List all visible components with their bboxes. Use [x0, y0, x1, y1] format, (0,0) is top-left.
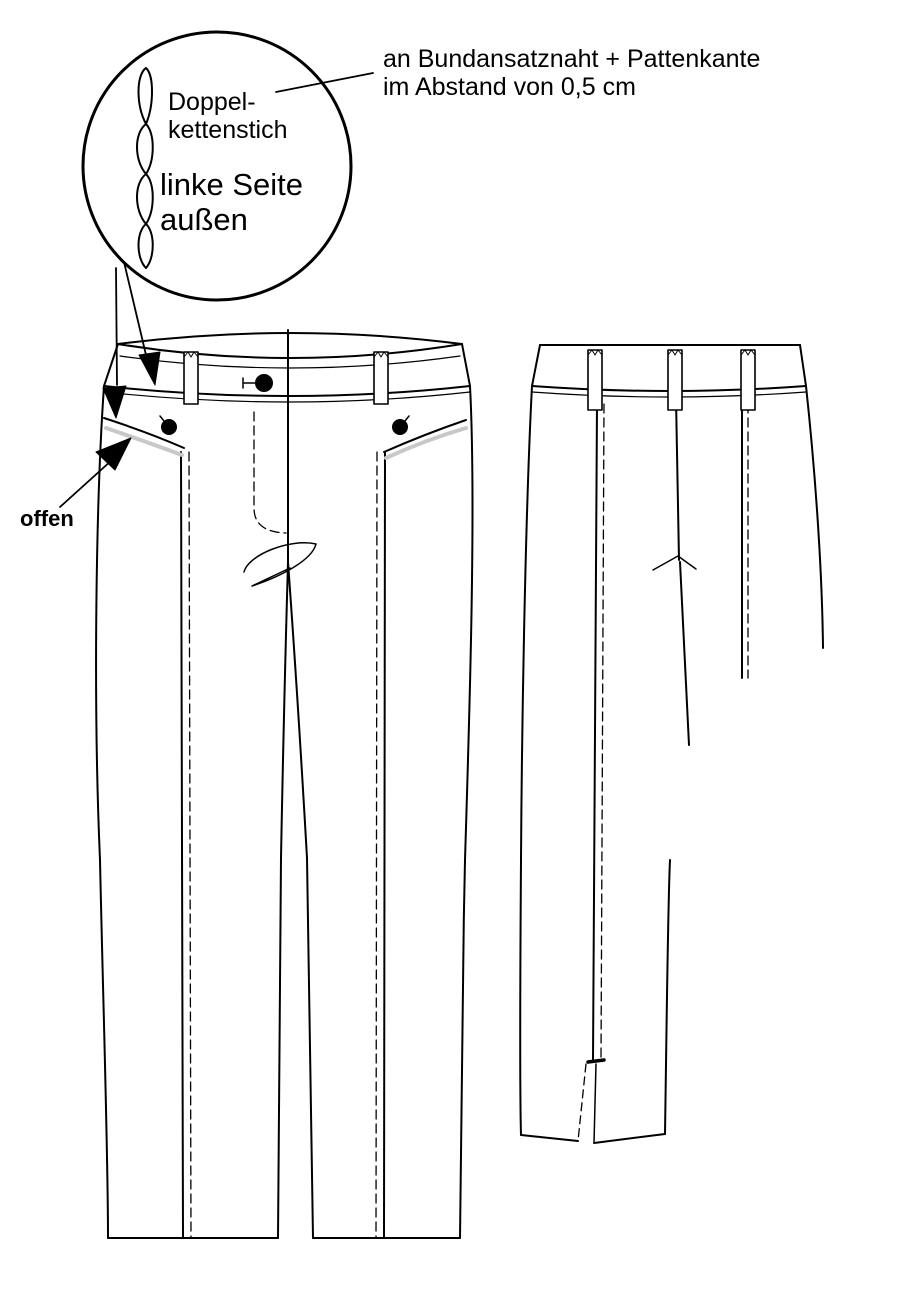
belt-loops-back: [587, 349, 756, 411]
belt-loops-front: [183, 351, 389, 405]
center-back-seam: [675, 397, 680, 561]
back-silhouette: [519, 385, 824, 1144]
back-dart-mark: [652, 555, 697, 571]
leader-lines: [59, 72, 374, 508]
front-creases: [180, 451, 386, 1239]
chain-stitch-icon: [136, 67, 154, 269]
pocket-flap-right: [383, 415, 468, 460]
seam-note-label: an Bundansatznaht + Pattenkante im Absta…: [383, 45, 760, 101]
front-view: [95, 329, 474, 1239]
hem-slit: [577, 1058, 606, 1144]
back-view: [519, 344, 824, 1144]
waistband-button: [242, 374, 273, 392]
stitch-name-label: Doppel- kettenstich: [168, 88, 288, 144]
side-note-line-2: außen: [160, 201, 248, 237]
pocket-flap-left: [103, 415, 185, 457]
arrow-head-waistband-seam: [138, 351, 161, 386]
front-drape-lines: [243, 542, 317, 587]
back-creases: [592, 403, 749, 1061]
open-label: offen: [20, 506, 74, 531]
detail-magnifier: [81, 30, 353, 302]
stitch-name-line-1: Doppel-: [168, 88, 256, 116]
stitch-name-line-2: kettenstich: [168, 116, 288, 144]
fly-stitching: [253, 411, 287, 534]
arrowheads: [95, 351, 161, 471]
seam-note-line-1: an Bundansatznaht + Pattenkante: [383, 45, 761, 73]
arrow-head-flap-edge: [102, 385, 127, 419]
side-note-label: linke Seite außen: [160, 167, 304, 237]
front-silhouette: [95, 385, 474, 1239]
seam-note-line-2: im Abstand von 0,5 cm: [383, 73, 636, 101]
arrow-head-open: [95, 437, 132, 471]
side-note-line-1: linke Seite: [160, 167, 304, 202]
